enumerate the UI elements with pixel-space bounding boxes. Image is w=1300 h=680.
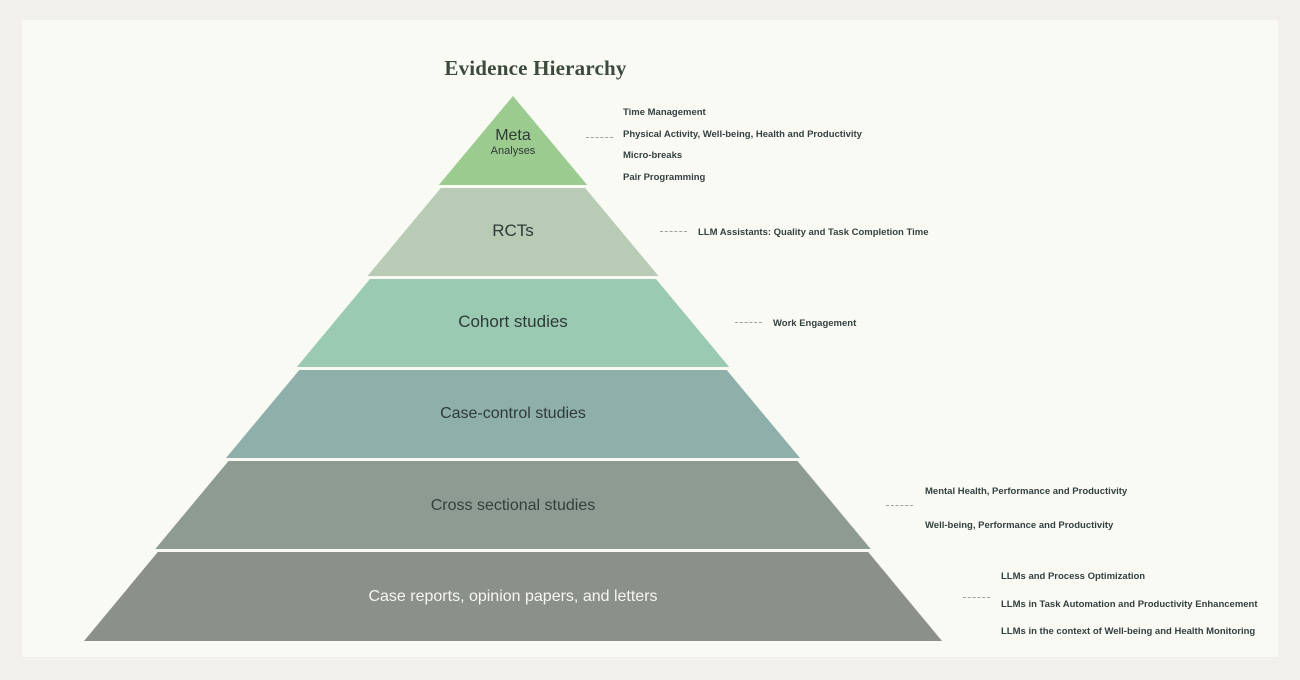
annotation-item: LLM Assistants: Quality and Task Complet… bbox=[698, 227, 929, 238]
annotation-item: Mental Health, Performance and Productiv… bbox=[925, 486, 1128, 497]
pyramid-tier-5[interactable] bbox=[155, 461, 871, 549]
pyramid-tier-2[interactable] bbox=[367, 188, 659, 276]
annotation-item: Physical Activity, Well-being, Health an… bbox=[623, 128, 862, 140]
annotations-tier-3: Work Engagement bbox=[773, 319, 856, 329]
annotation-item: Well-being, Performance and Productivity bbox=[925, 519, 1114, 531]
annotation-item: Time Management bbox=[623, 107, 706, 118]
pyramid-tier-6[interactable] bbox=[84, 552, 942, 641]
annotations-tier-1: Time Management Physical Activity, Well-… bbox=[623, 108, 862, 182]
annotations-tier-6: LLMs and Process Optimization LLMs in Ta… bbox=[1001, 572, 1258, 637]
pyramid-tier-1[interactable] bbox=[438, 96, 588, 185]
annotation-item: LLMs in Task Automation and Productivity… bbox=[1001, 598, 1258, 610]
connector-dash-1 bbox=[586, 137, 613, 138]
connector-dash-5 bbox=[886, 505, 913, 506]
annotation-item: LLMs in the context of Well-being and He… bbox=[1001, 626, 1256, 637]
annotation-item: Pair Programming bbox=[623, 171, 706, 183]
pyramid-svg bbox=[84, 96, 942, 641]
annotation-item: Work Engagement bbox=[773, 318, 857, 329]
evidence-pyramid-figure: Meta Analyses RCTs Cohort studies Case-c… bbox=[22, 20, 1278, 657]
figure-card: Evidence Hierarchy Meta Analyses RCTs bbox=[22, 20, 1278, 657]
connector-dash-6 bbox=[963, 597, 990, 598]
annotations-tier-2: LLM Assistants: Quality and Task Complet… bbox=[698, 228, 929, 238]
connector-dash-2 bbox=[660, 231, 687, 232]
pyramid-tier-4[interactable] bbox=[226, 370, 800, 458]
page-title: Evidence Hierarchy bbox=[444, 56, 627, 80]
annotations-tier-5: Mental Health, Performance and Productiv… bbox=[925, 487, 1127, 530]
annotation-item: Micro-breaks bbox=[623, 150, 683, 161]
annotation-item: LLMs and Process Optimization bbox=[1001, 571, 1146, 582]
connector-dash-3 bbox=[735, 322, 762, 323]
pyramid-tier-3[interactable] bbox=[296, 279, 730, 367]
